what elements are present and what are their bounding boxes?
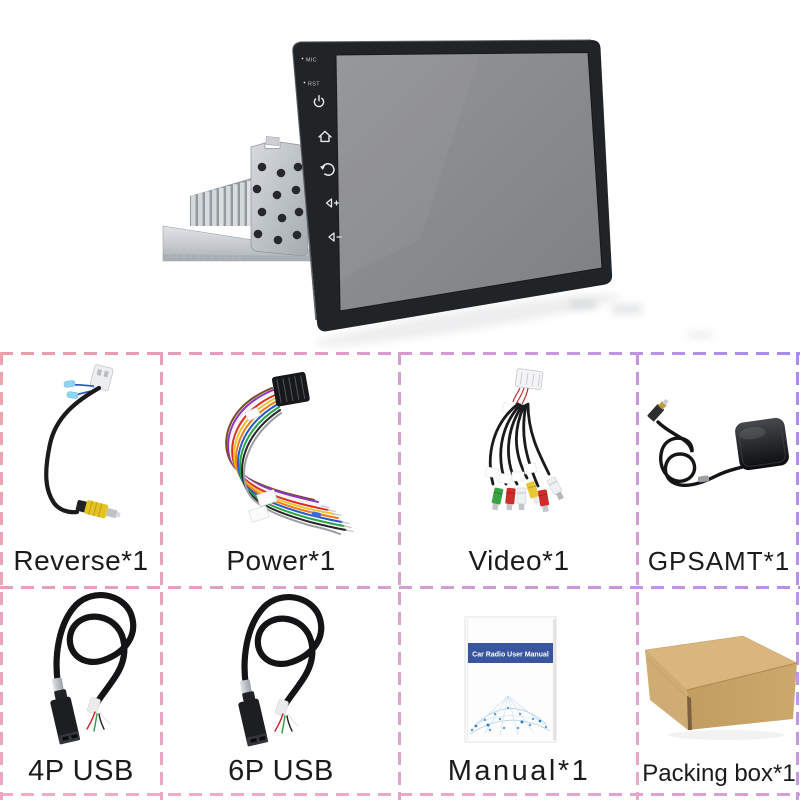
- device-shadow: [314, 293, 622, 347]
- usb-a-connector: [238, 698, 269, 747]
- cell-video: Video*1: [400, 352, 638, 588]
- back-icon: [320, 163, 335, 176]
- cable-loop: [241, 594, 325, 712]
- cable-loop: [53, 592, 137, 710]
- wire-bundle: [225, 387, 347, 535]
- packing-box-art: [644, 635, 798, 740]
- manual-banner: [468, 643, 553, 663]
- bare-wire-tips: [321, 505, 354, 533]
- grid-divider-2: [398, 352, 401, 800]
- bracket-tab: [265, 136, 280, 146]
- cell-reverse: Reverse*1: [0, 352, 162, 588]
- cable: [44, 385, 102, 515]
- grid-divider-3: [636, 352, 639, 800]
- item-label: Video*1: [468, 545, 570, 576]
- cable-tags: [484, 462, 538, 485]
- rst-label: RST: [308, 82, 320, 88]
- item-label: Packing box*1: [642, 760, 796, 787]
- cell-manual: Car Radio User Manual: [400, 588, 638, 800]
- perforated-plate: [250, 141, 309, 257]
- white-connector: [514, 368, 544, 391]
- power-harness-art: [225, 371, 354, 535]
- black-connector: [271, 371, 310, 407]
- crimp-terminal: [63, 380, 76, 388]
- bare-wire-end: [86, 697, 111, 732]
- cell-gps: GPSAMT*1: [638, 352, 800, 588]
- usb-cable-art: [238, 594, 325, 747]
- cardboard-box: [644, 635, 798, 730]
- grid-divider-1: [160, 352, 163, 800]
- usb-cable-art: [50, 592, 137, 745]
- grid-border-right: [796, 352, 799, 800]
- item-label: Power*1: [226, 545, 336, 576]
- crimp-terminal: [66, 391, 79, 399]
- mounting-bracket: [162, 136, 311, 262]
- accessories-grid: Reverse*1: [0, 352, 800, 800]
- mic-label: MIC: [306, 58, 317, 64]
- head-unit-photo: MIC RST: [162, 39, 712, 347]
- antenna-module: [735, 417, 789, 471]
- cell-usb4: 4P USB: [0, 588, 162, 800]
- sma-connector: [647, 398, 669, 422]
- volume-up-icon: [325, 198, 340, 208]
- rca-plugs: [491, 476, 564, 513]
- manual-booklet: Car Radio User Manual: [464, 616, 557, 743]
- reverse-cable-art: [44, 364, 121, 519]
- reflection-smudges: [570, 300, 712, 338]
- wire-tags: [244, 407, 278, 523]
- yellow-rca-connector: [75, 500, 121, 519]
- power-icon: [313, 94, 325, 108]
- bezel-buttons: MIC RST: [301, 57, 342, 242]
- item-label: GPSAMT*1: [647, 546, 791, 576]
- bullet-connector: [311, 511, 321, 518]
- plate-holes: [252, 162, 304, 245]
- head-unit: MIC RST: [292, 39, 712, 338]
- item-label: 4P USB: [28, 755, 134, 787]
- bracket-fins: [190, 178, 252, 226]
- white-connector: [89, 364, 114, 391]
- video-cable-art: [484, 368, 564, 513]
- cell-power: Power*1: [162, 352, 400, 588]
- cell-box: Packing box*1: [638, 588, 800, 800]
- bracket-ribs: [169, 247, 241, 260]
- item-label: 6P USB: [228, 755, 334, 787]
- manual-banner-text: Car Radio User Manual: [472, 652, 549, 659]
- item-label: Manual*1: [447, 755, 591, 787]
- item-label: Reverse*1: [13, 545, 149, 576]
- device-screen: [335, 51, 603, 312]
- grid-border-left: [0, 352, 3, 800]
- home-icon: [318, 130, 332, 143]
- box-shadow: [668, 730, 784, 740]
- mic-hole: [301, 57, 304, 60]
- red-leads: [512, 387, 529, 405]
- bare-wire-end: [274, 699, 299, 734]
- gps-antenna-art: [647, 398, 789, 487]
- cable-sleeve: [697, 475, 710, 483]
- usb-a-connector: [50, 696, 81, 745]
- network-globe-graphic: [469, 695, 551, 736]
- cell-usb6: 6P USB: [162, 588, 400, 800]
- volume-down-icon: [328, 232, 342, 242]
- coiled-cable: [656, 420, 744, 487]
- rst-hole: [303, 81, 306, 84]
- manual-art: Car Radio User Manual: [464, 616, 557, 743]
- box-flap-crease: [687, 696, 692, 730]
